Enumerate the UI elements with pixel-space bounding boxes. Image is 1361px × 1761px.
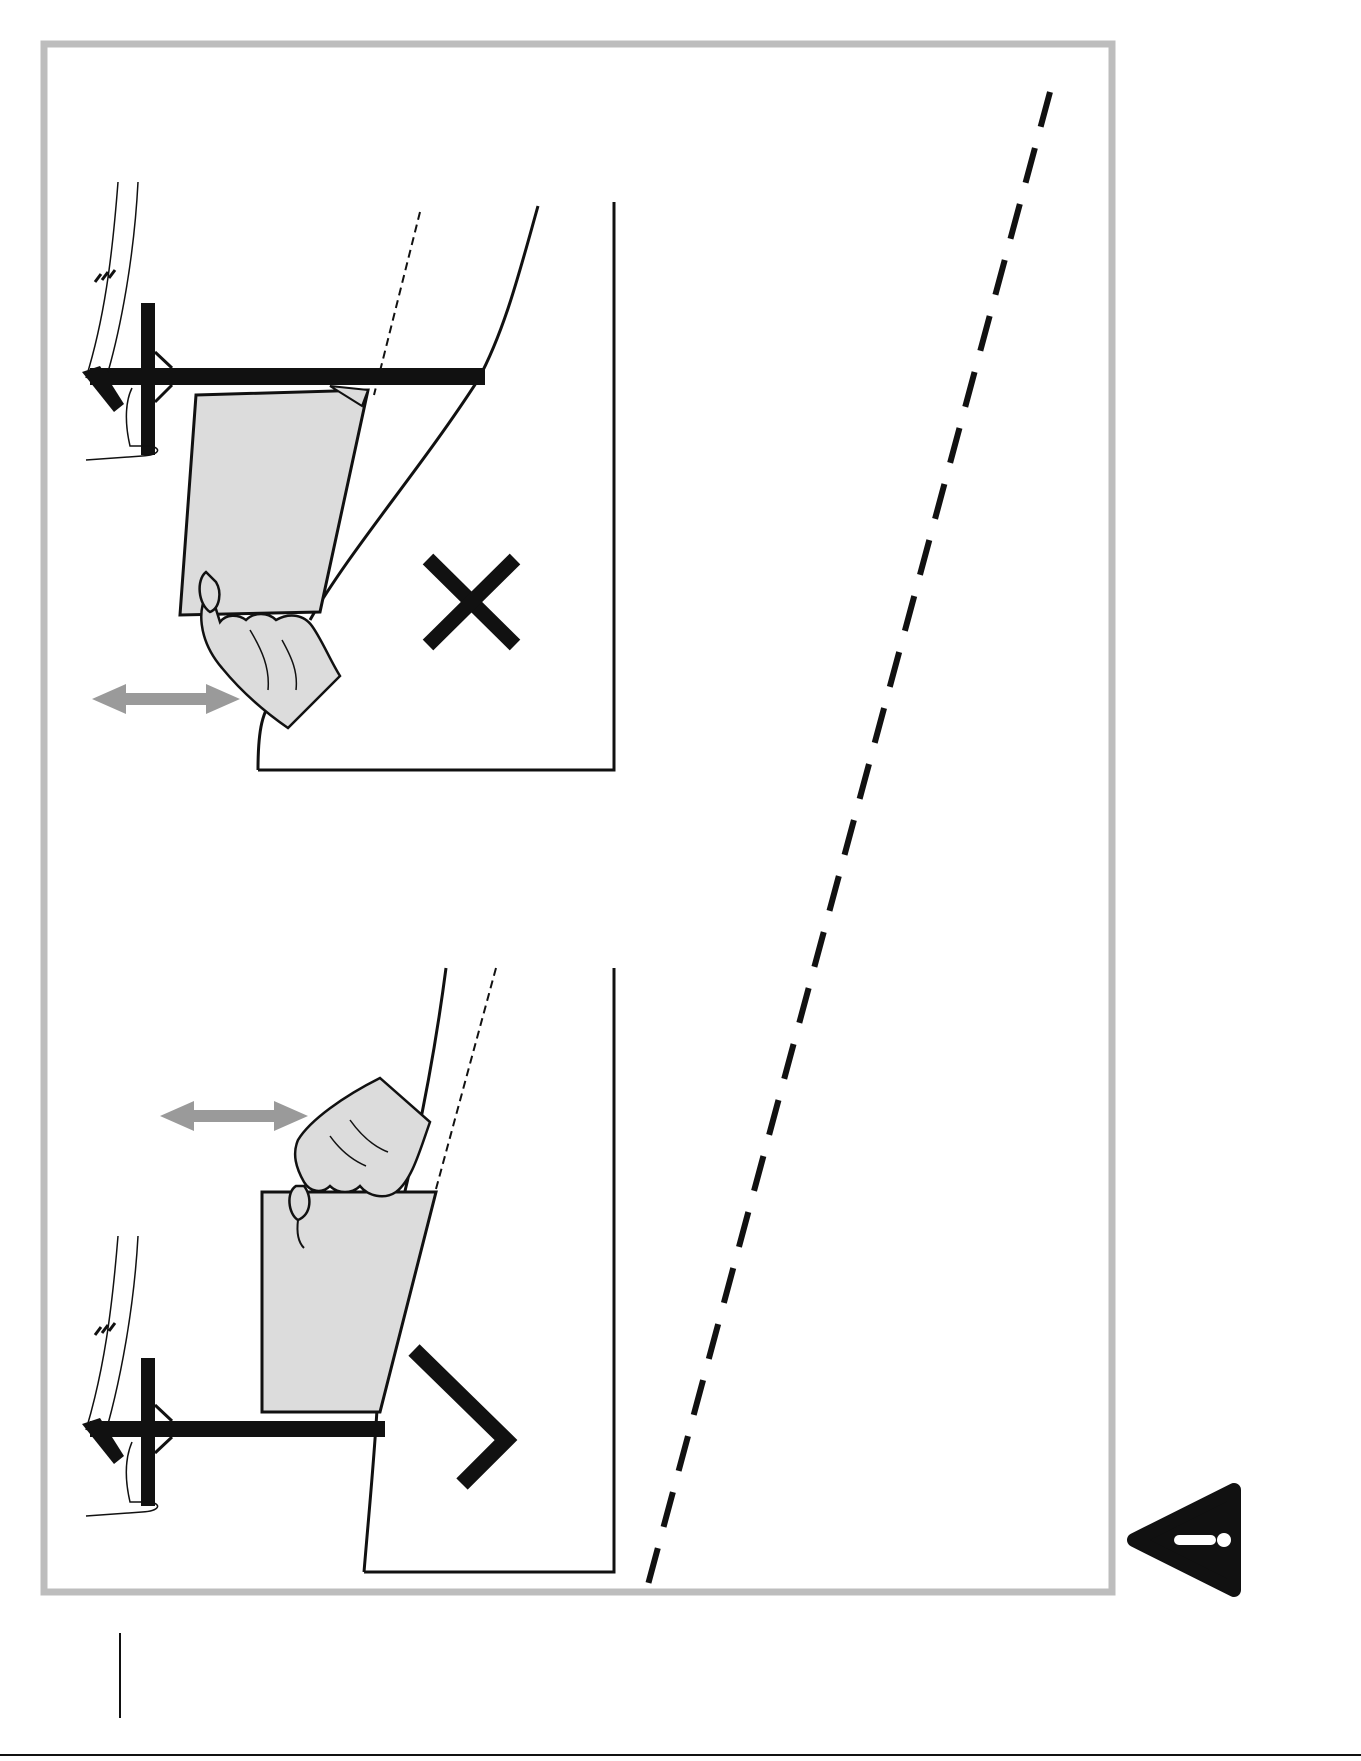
guide-dotted-line-top — [374, 212, 420, 395]
frame-border — [44, 44, 1112, 1592]
tool-ticks-bottom — [95, 1323, 115, 1335]
checkmark-icon — [414, 1350, 506, 1484]
hand-thumb-bottom — [289, 1186, 309, 1220]
tool-brace-a-top — [155, 352, 172, 368]
tool-post-top — [141, 303, 155, 455]
tool-brace-b-top — [155, 385, 172, 402]
paper-sheet-bottom — [262, 1192, 436, 1412]
cross-icon — [428, 559, 515, 645]
diagonal-dashed-line — [646, 92, 1050, 1592]
tool-shaft-bottom — [90, 1421, 385, 1437]
hand-bottom — [295, 1078, 430, 1196]
panel-top — [82, 182, 614, 770]
double-arrow-icon — [92, 684, 240, 714]
double-arrow-icon — [160, 1101, 308, 1131]
panel-bottom — [82, 968, 614, 1572]
warning-triangle-icon — [1134, 1490, 1234, 1590]
tool-ticks-top — [95, 270, 115, 282]
tool-post-bottom — [141, 1358, 155, 1506]
tool-brace-a-bottom — [155, 1405, 172, 1421]
tool-brace-b-bottom — [155, 1437, 172, 1453]
